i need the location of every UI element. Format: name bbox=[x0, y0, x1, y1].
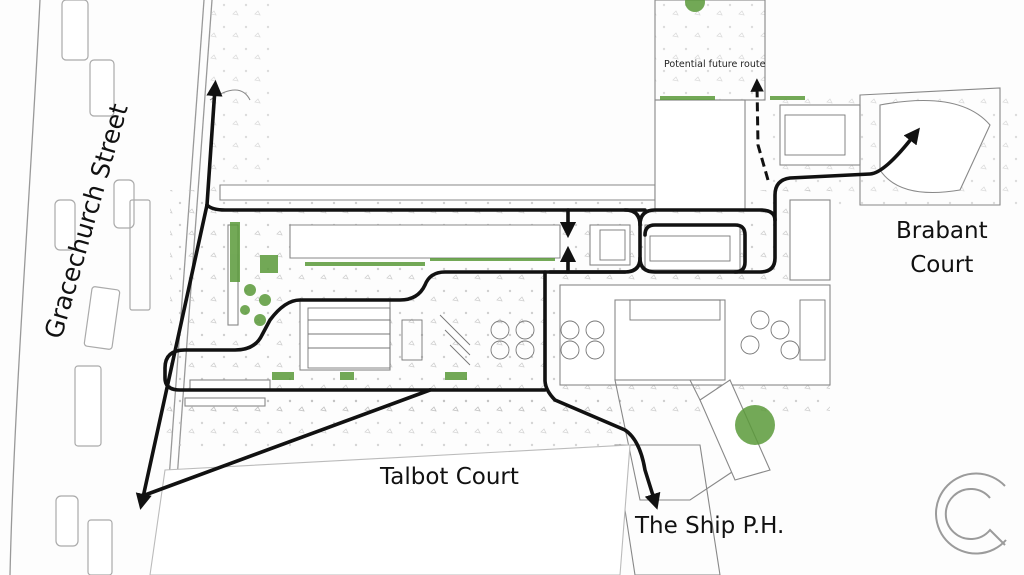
talbot-diagonal bbox=[143, 388, 432, 497]
the-ship-label: The Ship P.H. bbox=[635, 513, 785, 539]
potential-future-route-line bbox=[750, 78, 770, 181]
the-ship-route bbox=[543, 270, 661, 510]
parked-cars bbox=[54, 0, 151, 575]
brabant-court-label: Brabant Court bbox=[896, 218, 988, 278]
logo-icon bbox=[935, 472, 1007, 555]
potential-future-route-label: Potential future route bbox=[664, 59, 766, 70]
pedestrian-routes bbox=[135, 79, 920, 510]
brabant-court-route bbox=[638, 127, 920, 274]
planting bbox=[230, 0, 805, 445]
talbot-court-label: Talbot Court bbox=[380, 464, 519, 490]
gracechurch-north-spur bbox=[205, 79, 223, 207]
southern-loop bbox=[163, 203, 642, 392]
furniture bbox=[307, 114, 846, 369]
